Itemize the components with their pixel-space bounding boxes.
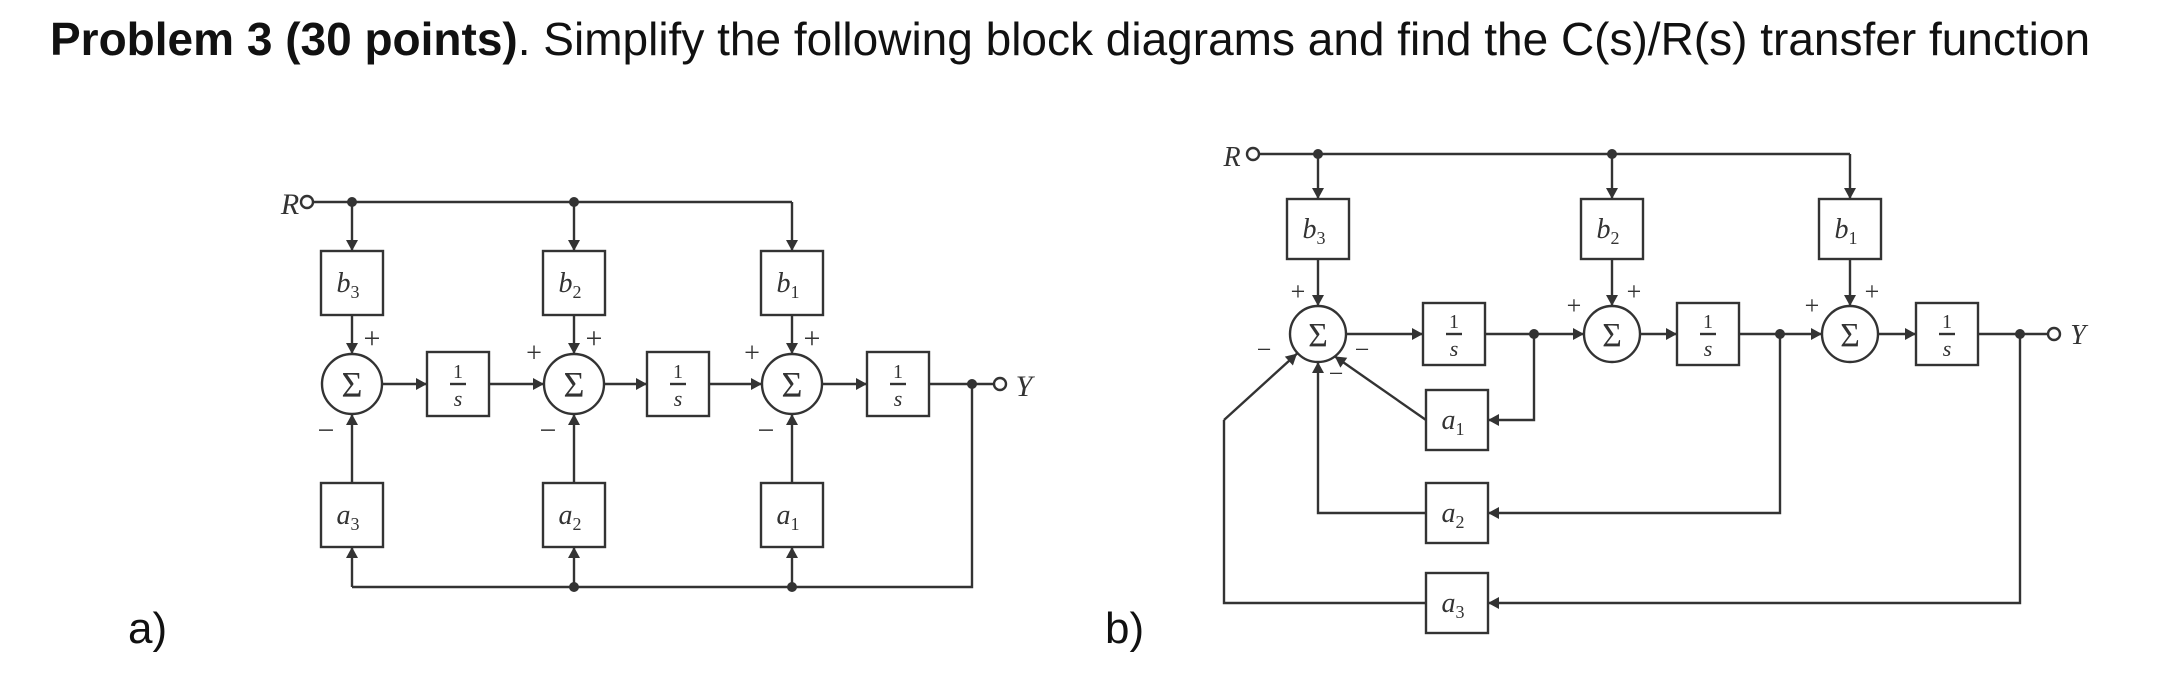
a-a-to-sum-arrow (568, 414, 580, 425)
b-sum-to-integrator-arrow (1905, 328, 1916, 340)
b-b-to-sum-arrow (1606, 295, 1618, 306)
b-input-terminal (1245, 146, 1261, 162)
b-sum-junction-symbol: Σ (1840, 317, 1860, 354)
a-integrator-block-num: 1 (893, 361, 903, 383)
b-int1-to-sum2-arrow (1573, 328, 1584, 340)
a-a-to-sum-arrow (786, 414, 798, 425)
b-plus-sign: + (1865, 277, 1880, 306)
a-minus-sign: − (758, 414, 775, 447)
a-sum-to-integrator-arrow (856, 378, 867, 390)
b-a3-input-line (1488, 334, 2022, 605)
b-integrator-block-num: 1 (1703, 311, 1713, 333)
a-b-to-sum-arrow (346, 343, 358, 354)
a-feedback-bus (352, 384, 974, 589)
a-b-to-sum-arrow (568, 343, 580, 354)
b-input-drop-arrow (1844, 188, 1856, 199)
b-a2-input-line (1488, 334, 1782, 515)
problem-number: Problem 3 (30 points) (50, 13, 518, 65)
a-input-drop-arrow (568, 240, 580, 251)
a-integrator-to-sum-arrow (533, 378, 544, 390)
b-sum-junction-symbol: Σ (1602, 317, 1622, 354)
b-sum-junction-symbol: Σ (1308, 317, 1328, 354)
b-sum-to-integrator-arrow (1412, 328, 1423, 340)
a-output-terminal (992, 376, 1008, 392)
a-plus-sign: + (744, 338, 760, 369)
a-integrator-block-den: s (674, 386, 683, 411)
b-output-terminal (2046, 326, 2062, 342)
b-b-to-sum-arrow (1312, 295, 1324, 306)
b-sum-to-integrator-arrow (1666, 328, 1677, 340)
b-b-to-sum-arrow (1844, 295, 1856, 306)
a-gain-b-block (541, 249, 607, 317)
b-integrator-block-den: s (1450, 336, 1459, 361)
b-integrator-block-num: 1 (1449, 311, 1459, 333)
b-a2-to-sum-line (1316, 362, 1426, 515)
a-minus-sign: − (318, 414, 335, 447)
a-plus-sign: + (364, 322, 381, 355)
a-sum-to-integrator-arrow (416, 378, 427, 390)
b-input-drop-arrow (1606, 188, 1618, 199)
b-a3-return-line (1222, 420, 1426, 605)
b-minus-sign: − (1355, 335, 1370, 364)
b-plus-sign: + (1627, 277, 1642, 306)
b-output-label: Y (2070, 320, 2089, 351)
a-sum-to-integrator-arrow (636, 378, 647, 390)
a-bus-to-a-arrow (568, 547, 580, 558)
a-integrator-block-den: s (894, 386, 903, 411)
b-gain-b-block (1817, 197, 1883, 261)
b-integrator-block-num: 1 (1942, 311, 1952, 333)
a-input-drop-arrow (786, 240, 798, 251)
b-a1-input-line (1488, 334, 1536, 422)
part-a-label: a) (128, 604, 168, 653)
b-a1-to-sum-line-head (1334, 356, 1348, 368)
b-gain-a-block (1424, 571, 1490, 635)
b-a1-to-sum-line (1334, 355, 1427, 421)
part-b-label: b) (1105, 604, 1145, 653)
a-sum-junction-symbol: Σ (564, 365, 585, 405)
b-plus-sign: + (1567, 291, 1582, 320)
b-a2-input-arrow (1488, 507, 1499, 519)
b-minus-sign: − (1257, 335, 1272, 364)
a-plus-sign: + (586, 322, 603, 355)
a-output-label: Y (1016, 370, 1036, 403)
a-sum-junction-symbol: Σ (782, 365, 803, 405)
b-gain-b-block (1579, 197, 1645, 261)
b-integrator-block-den: s (1943, 336, 1952, 361)
a-plus-sign: + (526, 338, 542, 369)
b-a1-input-arrow (1488, 414, 1499, 426)
b-int2-to-sum3-arrow (1811, 328, 1822, 340)
b-integrator-block-den: s (1704, 336, 1713, 361)
b-gain-b-block (1285, 197, 1351, 261)
b-minus-sign: − (1329, 359, 1344, 388)
b-gain-a-block (1424, 388, 1490, 452)
a-integrator-block-num: 1 (453, 361, 463, 383)
a-sum-junction-symbol: Σ (342, 365, 363, 405)
a-integrator-to-sum-arrow (751, 378, 762, 390)
a-gain-b-block (319, 249, 385, 317)
a-integrator-block-den: s (454, 386, 463, 411)
problem-heading: Problem 3 (30 points). Simplify the foll… (50, 12, 2090, 66)
b-input-drop-arrow (1312, 188, 1324, 199)
b-a2-to-sum-arrow (1312, 362, 1324, 373)
a-gain-a-block (541, 481, 607, 549)
a-bus-to-a-arrow (786, 547, 798, 558)
b-plus-sign: + (1291, 277, 1306, 306)
a-a-to-sum-arrow (346, 414, 358, 425)
b-a3-to-sum-line (1223, 352, 1298, 421)
a-b-to-sum-arrow (786, 343, 798, 354)
b-a3-input-arrow (1488, 597, 1499, 609)
a-plus-sign: + (804, 322, 821, 355)
a-bus-to-a-arrow (346, 547, 358, 558)
a-input-terminal (299, 194, 315, 210)
b-input-label: R (1222, 142, 1240, 173)
b-a3-to-sum-line-head (1284, 353, 1297, 366)
b-plus-sign: + (1805, 291, 1820, 320)
a-input-label: R (280, 188, 299, 221)
a-minus-sign: − (540, 414, 557, 447)
problem-statement: . Simplify the following block diagrams … (517, 13, 2091, 65)
a-input-drop-arrow (346, 240, 358, 251)
a-integrator-block-num: 1 (673, 361, 683, 383)
